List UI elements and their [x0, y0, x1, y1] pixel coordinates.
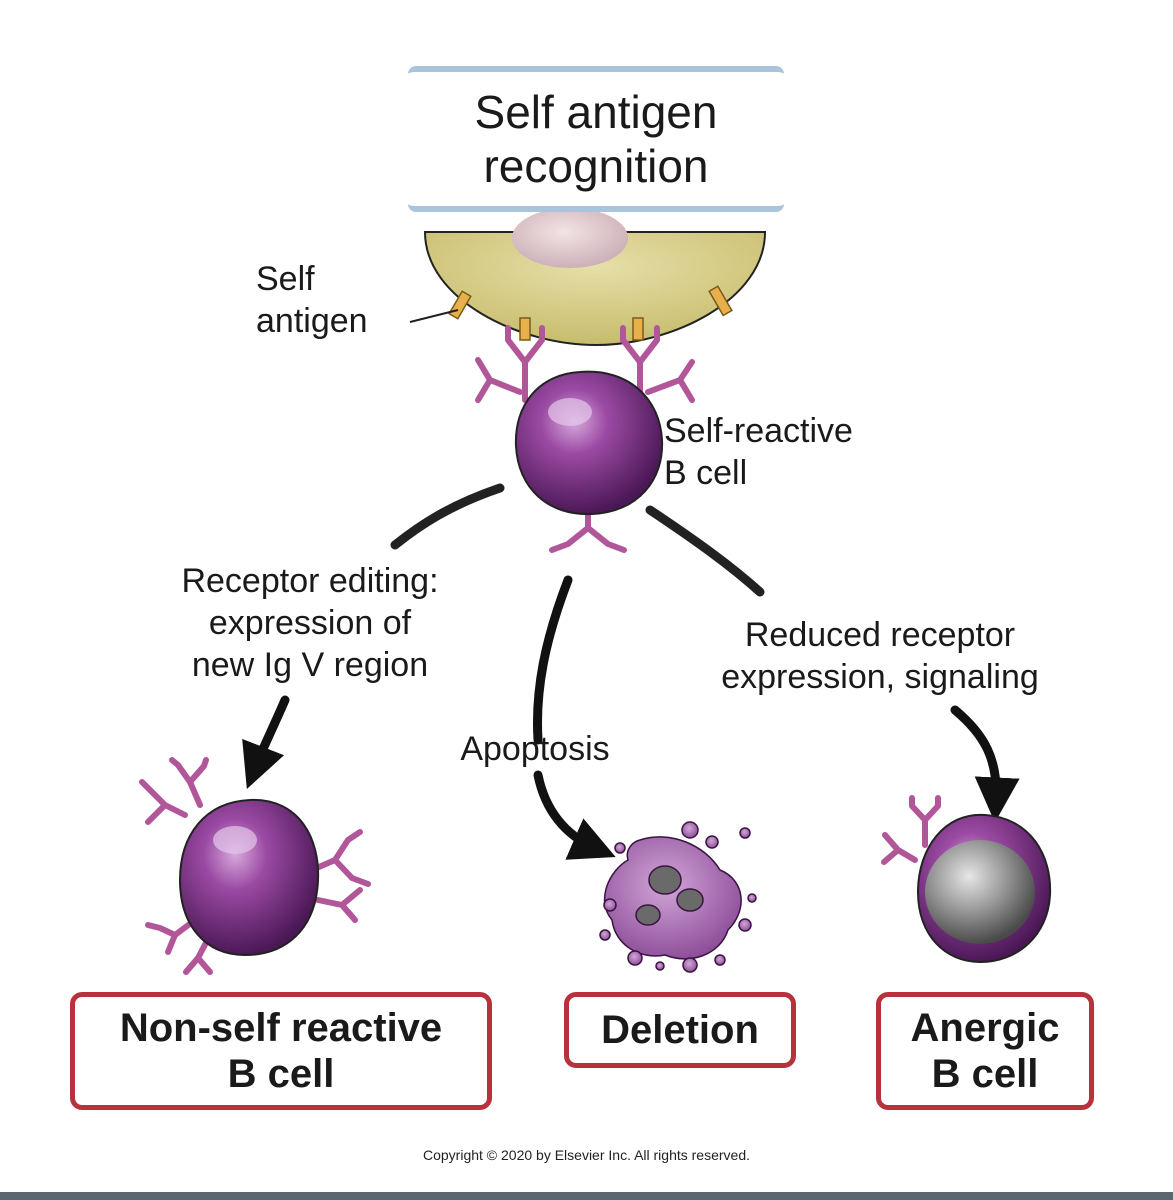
- non-self-reactive-box: Non-self reactive B cell: [70, 992, 492, 1110]
- self-reactive-b-cell: [514, 370, 664, 516]
- receptor-editing-line-1: Receptor editing:: [181, 562, 439, 600]
- anergic-box: Anergic B cell: [876, 992, 1094, 1110]
- self-antigen-label: Self antigen: [256, 258, 368, 342]
- path-to-apoptosis: [533, 575, 573, 745]
- self-reactive-label: Self-reactive B cell: [664, 410, 853, 494]
- anergic-b-cell: [881, 795, 1052, 964]
- apoptosis-label: Apoptosis: [460, 730, 610, 768]
- apoptotic-cell: [599, 821, 757, 973]
- self-antigen-molecule: [632, 317, 644, 341]
- arrow-to-non-self: [242, 695, 290, 789]
- arrows: [242, 695, 1020, 860]
- pathways: [390, 483, 765, 745]
- self-reactive-label-line-2: B cell: [664, 454, 748, 492]
- self-antigen-pointer: [409, 309, 459, 323]
- receptor-editing-line-3: new Ig V region: [191, 646, 429, 684]
- self-antigen-label-line-1: Self: [256, 260, 315, 298]
- arrow-to-deletion: [533, 770, 616, 860]
- deletion-box: Deletion: [564, 992, 796, 1068]
- anergic-line-2: B cell: [931, 1052, 1039, 1096]
- bottom-border: [0, 1192, 1173, 1200]
- receptor-editing-label: Receptor editing: expression of new Ig V…: [130, 560, 490, 686]
- reduced-receptor-label: Reduced receptor expression, signaling: [670, 614, 1090, 698]
- title-line-1: Self antigen: [474, 86, 718, 138]
- anergic-line-1: Anergic: [910, 1006, 1060, 1050]
- deletion-label: Deletion: [601, 1008, 759, 1052]
- self-antigen-molecule: [519, 317, 531, 341]
- copyright-notice: Copyright © 2020 by Elsevier Inc. All ri…: [422, 1147, 751, 1163]
- title-line-2: recognition: [483, 140, 709, 192]
- reduced-receptor-line-1: Reduced receptor: [744, 616, 1016, 654]
- host-cell: [423, 208, 767, 347]
- receptors: [475, 325, 695, 553]
- self-reactive-label-line-1: Self-reactive: [664, 412, 853, 450]
- non-self-reactive-line-1: Non-self reactive: [119, 1006, 443, 1050]
- self-antigen-molecule: [708, 285, 733, 317]
- reduced-receptor-line-2: expression, signaling: [721, 658, 1039, 696]
- self-antigen-label-line-2: antigen: [256, 302, 368, 340]
- path-to-editing: [390, 483, 505, 550]
- non-self-reactive-line-2: B cell: [227, 1052, 335, 1096]
- path-to-reduced: [645, 505, 765, 597]
- receptor-editing-line-2: expression of: [208, 604, 412, 642]
- arrow-to-anergic: [950, 705, 1020, 823]
- non-self-reactive-b-cell: [139, 757, 371, 975]
- title-box: Self antigen recognition: [408, 66, 784, 212]
